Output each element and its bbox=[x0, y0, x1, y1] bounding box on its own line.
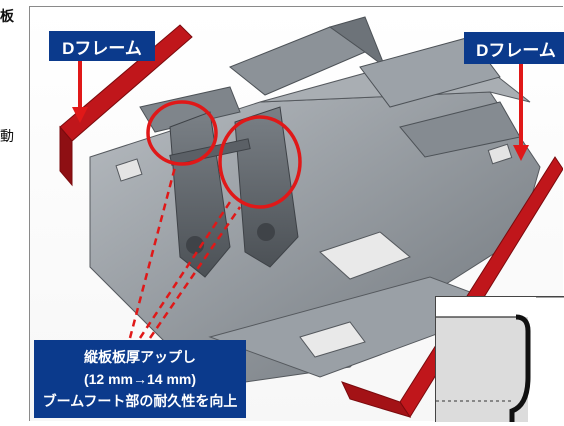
boom-foot-plates bbox=[169, 106, 299, 278]
note-line-1: 縦板板厚アップし bbox=[84, 349, 196, 365]
arrow-left bbox=[72, 57, 88, 123]
left-margin-text: 板 動 bbox=[0, 0, 30, 423]
note-line-2: (12 mm→14 mm) bbox=[83, 371, 197, 387]
highlight-circle-left bbox=[146, 100, 218, 166]
d-frame-label-right: Dフレーム bbox=[464, 32, 564, 64]
cross-section-inset bbox=[435, 296, 564, 422]
arrow-right bbox=[513, 57, 529, 161]
leader-lines bbox=[128, 166, 242, 339]
cross-section-diagram bbox=[436, 296, 564, 422]
d-frame-label-left: Dフレーム bbox=[49, 31, 155, 61]
left-char-mid: 動 bbox=[0, 129, 14, 145]
figure-frame: Dフレーム Dフレーム 縦板板厚アップし (12 mm→14 mm) ブームフー… bbox=[29, 6, 564, 422]
improvement-note: 縦板板厚アップし (12 mm→14 mm) ブームフート部の耐久性を向上 bbox=[34, 340, 246, 418]
note-line-3: ブームフート部の耐久性を向上 bbox=[42, 393, 238, 409]
left-char-top: 板 bbox=[0, 9, 14, 25]
highlight-circle-right bbox=[218, 115, 302, 209]
